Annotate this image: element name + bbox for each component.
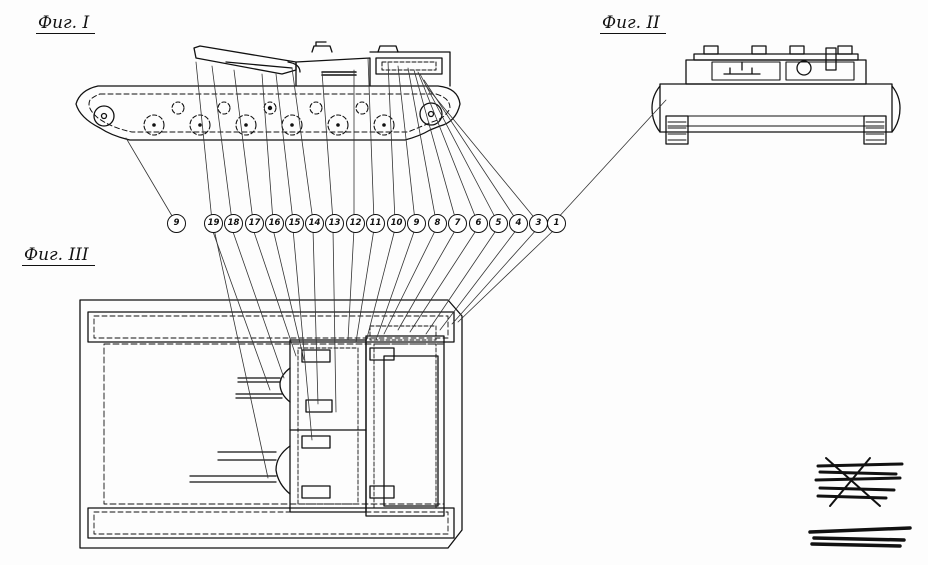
- callout-13: 13: [325, 214, 344, 233]
- callout-7: 7: [448, 214, 467, 233]
- callout-17: 17: [245, 214, 264, 233]
- leader-lines: [125, 57, 667, 479]
- figure-label-2: Фиг. II: [600, 14, 666, 34]
- fig3-top-view: [79, 299, 463, 549]
- callout-5: 5: [489, 214, 508, 233]
- callout-15: 15: [285, 214, 304, 233]
- callout-19: 19: [204, 214, 223, 233]
- callout-16: 16: [265, 214, 284, 233]
- fig2-front-view: [651, 45, 901, 145]
- callout-14: 14: [305, 214, 324, 233]
- figure-label-3: Фиг. III: [22, 246, 95, 266]
- callout-6: 6: [469, 214, 488, 233]
- redacted-stamp: [808, 457, 912, 548]
- figure-label-1: Фиг. I: [36, 14, 96, 34]
- callout-3: 3: [529, 214, 548, 233]
- fig1-side-view: [75, 41, 461, 141]
- callout-9: 9: [407, 214, 426, 233]
- callout-1: 1: [547, 214, 566, 233]
- callout-10: 10: [387, 214, 406, 233]
- callout-18: 18: [224, 214, 243, 233]
- callout-11: 11: [366, 214, 385, 233]
- callout-9: 9: [167, 214, 186, 233]
- callout-8: 8: [428, 214, 447, 233]
- callout-12: 12: [346, 214, 365, 233]
- callout-4: 4: [509, 214, 528, 233]
